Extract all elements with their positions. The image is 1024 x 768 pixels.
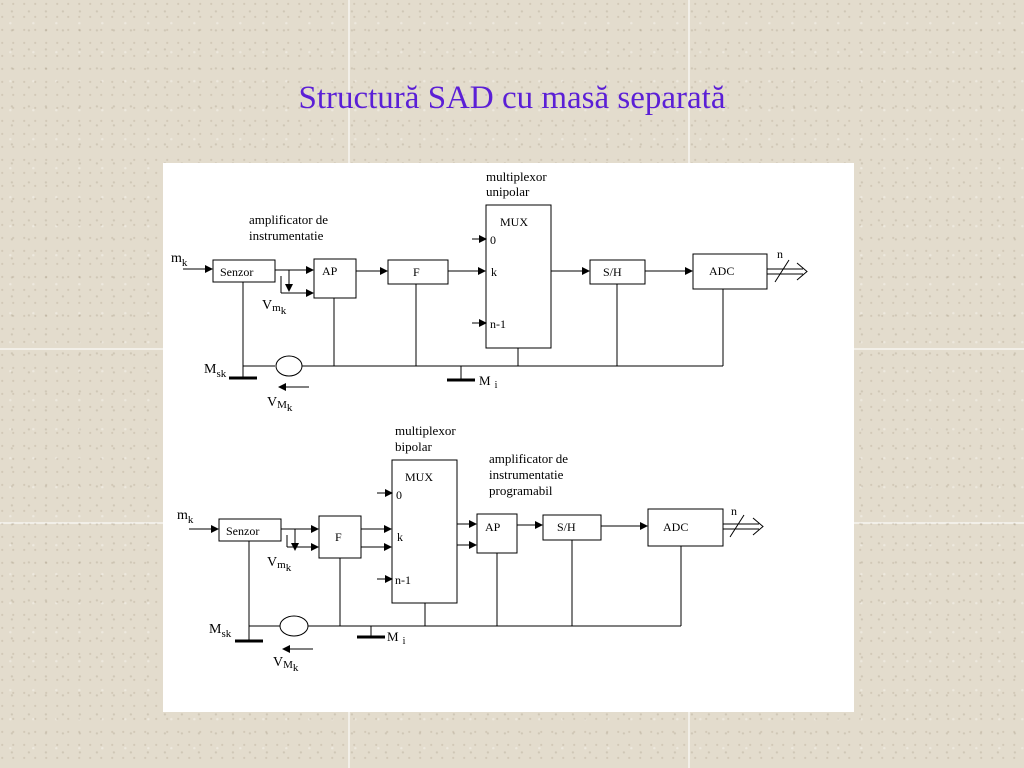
slide-title: Structură SAD cu masă separată (298, 80, 726, 116)
bottom-filter-label: F (335, 530, 342, 544)
top-vmk-label: VMk (267, 395, 293, 414)
top-sensor-block (212, 259, 276, 283)
bottom-mux-label: MUX (405, 470, 433, 484)
bottom-vm-label: Vmk (267, 555, 292, 574)
bottom-vmk-label: VMk (273, 655, 299, 674)
top-ground-source (275, 355, 303, 377)
top-mux-in-k: k (491, 265, 497, 279)
bottom-msk-label: Msk (209, 622, 232, 640)
top-amp-label: AP (322, 264, 338, 278)
diagram-top: multiplexor unipolar amplificator de ins… (171, 169, 808, 414)
bottom-amp-label: AP (485, 520, 501, 534)
block-diagrams: multiplexor unipolar amplificator de ins… (171, 169, 808, 674)
top-mux-in-n1: n-1 (490, 317, 506, 331)
bottom-adc-block (647, 508, 724, 547)
bottom-bus-n: n (731, 504, 737, 518)
top-msk-label: Msk (204, 362, 227, 380)
top-amp-block (313, 258, 357, 299)
bottom-sensor-block (218, 518, 282, 542)
bottom-mux-in-0: 0 (396, 488, 402, 502)
top-filter-label: F (413, 265, 420, 279)
diagram-bottom: multiplexor bipolar amplificator de inst… (177, 423, 764, 674)
top-filter-block (387, 259, 449, 285)
top-input-label: mk (171, 251, 188, 269)
top-amp-label-line2: instrumentatie (249, 228, 324, 243)
bottom-mux-title-line1: multiplexor (395, 423, 456, 438)
bottom-amp-label-line2: instrumentatie (489, 467, 564, 482)
bottom-mux-in-n1: n-1 (395, 573, 411, 587)
bottom-adc-label: ADC (663, 520, 688, 534)
top-mux-label: MUX (500, 215, 528, 229)
top-mux-title-line2: unipolar (486, 184, 530, 199)
top-mux-title-line1: multiplexor (486, 169, 547, 184)
bottom-amp-label-line1: amplificator de (489, 451, 568, 466)
bottom-amp-label-line3: programabil (489, 483, 553, 498)
top-mux-in-0: 0 (490, 233, 496, 247)
top-bus-n: n (777, 247, 783, 261)
top-adc-block (692, 253, 768, 290)
top-adc-label: ADC (709, 264, 734, 278)
top-amp-label-line1: amplificator de (249, 212, 328, 227)
bottom-sh-label: S/H (557, 520, 576, 534)
bottom-input-label: mk (177, 508, 194, 526)
top-sensor-label: Senzor (220, 265, 253, 279)
diagram-panel: multiplexor unipolar amplificator de ins… (163, 163, 854, 712)
bottom-mux-title-line2: bipolar (395, 439, 432, 454)
bottom-ground-source (279, 615, 309, 637)
bottom-sensor-label: Senzor (226, 524, 259, 538)
bottom-mux-in-k: k (397, 530, 403, 544)
top-sh-label: S/H (603, 265, 622, 279)
top-vm-label: Vmk (262, 298, 287, 317)
